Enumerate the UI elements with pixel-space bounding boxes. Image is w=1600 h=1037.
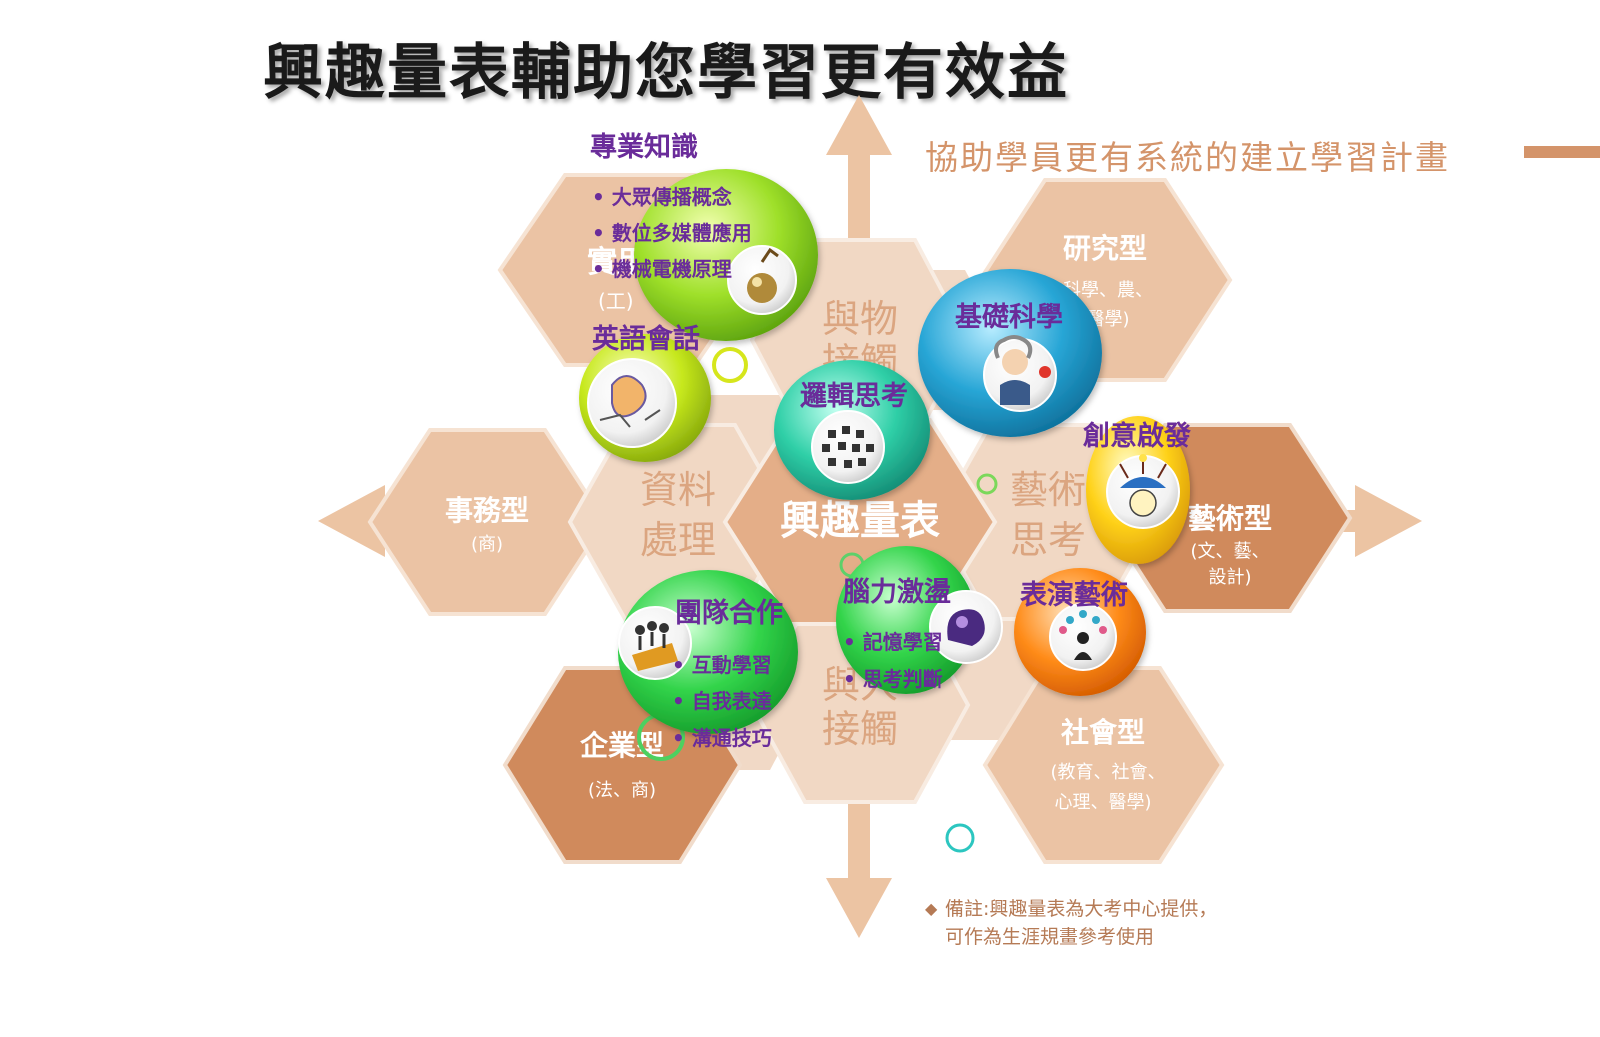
- bubble-creative: [1086, 416, 1190, 564]
- footnote-line-1: 備註:興趣量表為大考中心提供，: [945, 898, 1218, 920]
- hex-social-sub2: 心理、醫學): [1054, 792, 1151, 813]
- hex-art-sub1: (文、藝、: [1190, 541, 1269, 562]
- bubble-logic: [774, 360, 930, 500]
- hex-social: 社會型 (教育、社會、 心理、醫學): [982, 666, 1225, 864]
- subtitle-bar: [1524, 146, 1600, 158]
- bubble-logic-title: 邏輯思考: [800, 381, 908, 412]
- hex-enterprise-sub: (法、商): [588, 780, 656, 801]
- center-label: 興趣量表: [780, 498, 940, 544]
- bubble-teamwork: [618, 570, 798, 734]
- bubble-professional-item-3: • 機械電機原理: [592, 257, 732, 281]
- bubble-science-title: 基礎科學: [955, 302, 1063, 333]
- bubble-performing: [1014, 568, 1146, 696]
- hex-art-sub2: 設計): [1208, 567, 1251, 588]
- bubble-professional: [634, 169, 818, 341]
- bubble-teamwork-title: 團隊合作: [675, 597, 783, 629]
- page-title: 興趣量表輔助您學習更有效益: [263, 38, 1069, 108]
- bubble-english-title: 英語會話: [592, 323, 700, 355]
- bubble-professional-title: 專業知識: [590, 132, 698, 163]
- bubble-science: [918, 269, 1102, 437]
- hex-things-line1: 與物: [822, 297, 898, 341]
- subtitle: 協助學員更有系統的建立學習計畫: [925, 138, 1450, 177]
- hex-data-processing: 資料 處理: [567, 423, 793, 621]
- hex-data-line1: 資料: [640, 468, 716, 512]
- bubble-teamwork-item-3: • 溝通技巧: [672, 726, 772, 750]
- bubble-teamwork-item-1: • 互動學習: [672, 653, 772, 677]
- hex-social-label: 社會型: [1061, 716, 1145, 749]
- footnote: ◆ 備註:興趣量表為大考中心提供， 可作為生涯規畫參考使用: [925, 895, 1218, 951]
- hex-research-sub1: 科學、農、: [1063, 280, 1153, 301]
- hex-art-label: 藝術型: [1188, 502, 1272, 535]
- hex-social-sub1: (教育、社會、: [1050, 762, 1165, 783]
- hex-affairs: 事務型 (商): [367, 428, 608, 616]
- hex-affairs-sub: (商): [471, 534, 503, 555]
- hex-art-thinking-line2: 思考: [1010, 518, 1086, 562]
- footnote-line-2: 可作為生涯規畫參考使用: [945, 926, 1155, 948]
- bubble-brainstorm: [836, 546, 1003, 694]
- down-arrow-icon: [826, 790, 892, 938]
- ring-decoration-2: [976, 473, 998, 495]
- bubble-teamwork-item-2: • 自我表達: [672, 689, 772, 713]
- bubble-brainstorm-title: 腦力激盪: [843, 576, 951, 608]
- hex-affairs-label: 事務型: [445, 494, 529, 527]
- hex-practical-sub: (工): [598, 289, 634, 313]
- bubble-performing-title: 表演藝術: [1020, 579, 1128, 611]
- hex-research-sub2: 醫學): [1086, 309, 1129, 330]
- hex-people-line2: 接觸: [822, 707, 898, 751]
- bubble-professional-item-1: • 大眾傳播概念: [592, 185, 732, 209]
- bubble-professional-item-2: • 數位多媒體應用: [592, 221, 752, 245]
- bubble-brainstorm-item-2: • 思考判斷: [843, 667, 943, 691]
- bubble-brainstorm-item-1: • 記憶學習: [843, 630, 943, 654]
- hex-research-label: 研究型: [1063, 232, 1147, 265]
- bubble-english: [579, 334, 711, 462]
- up-arrow-icon: [826, 95, 892, 260]
- hex-art-thinking-line1: 藝術: [1010, 468, 1086, 512]
- bubble-creative-title: 創意啟發: [1083, 420, 1191, 452]
- diamond-bullet-icon: ◆: [925, 899, 938, 918]
- ring-decoration-5: [945, 823, 975, 853]
- hex-data-line2: 處理: [640, 518, 716, 562]
- ring-decoration-1: [712, 347, 748, 383]
